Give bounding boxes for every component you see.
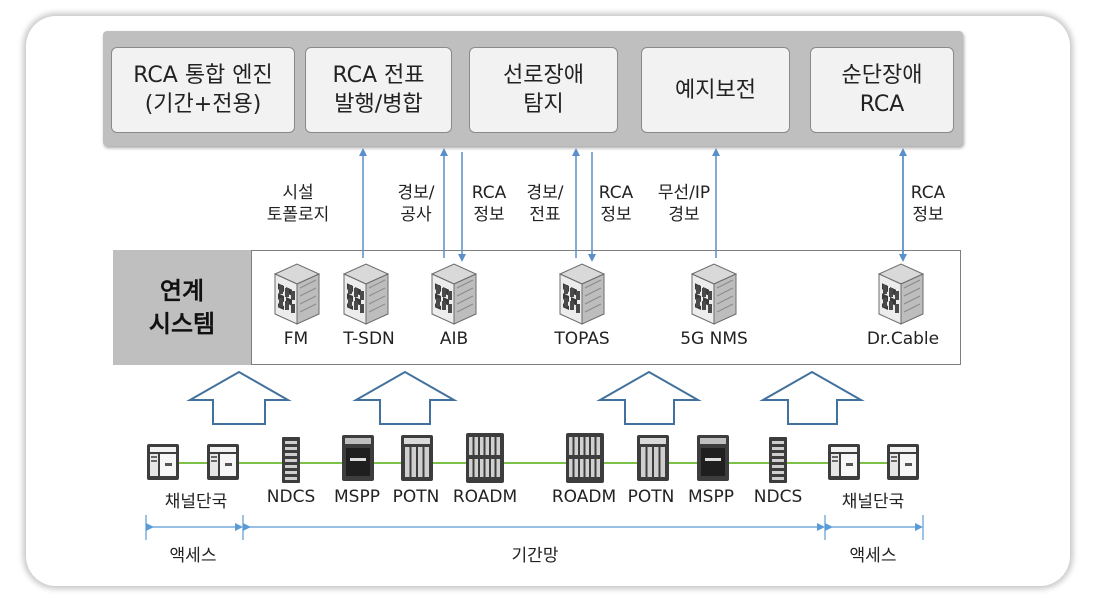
server-icon bbox=[428, 262, 480, 330]
ndcs-icon bbox=[281, 436, 301, 488]
network-label-roadm-left: ROADM bbox=[452, 487, 518, 507]
channel-terminal-icon bbox=[146, 443, 180, 485]
server-icon bbox=[556, 262, 608, 330]
engine-rca-ticket: RCA 전표 발행/병합 bbox=[305, 47, 452, 133]
node-label-topas: TOPAS bbox=[554, 329, 610, 349]
ndcs-icon bbox=[768, 436, 788, 488]
flow-label-alarm-ticket: 경보/ 전표 bbox=[526, 183, 564, 225]
engine-rca-integrated: RCA 통합 엔진 (기간+전용) bbox=[111, 47, 295, 133]
flow-label-wireless-ip-alarm: 무선/IP 경보 bbox=[657, 183, 711, 225]
server-icon bbox=[340, 262, 392, 330]
roadm-icon bbox=[565, 432, 605, 488]
node-label-t-sdn: T-SDN bbox=[343, 329, 395, 349]
potn-icon bbox=[636, 434, 670, 486]
node-label-5g-nms: 5G NMS bbox=[680, 329, 748, 349]
server-icon bbox=[688, 262, 740, 330]
node-label-dr-cable: Dr.Cable bbox=[866, 329, 940, 349]
channel-terminal-icon bbox=[827, 443, 861, 485]
flow-label-rca-info-1: RCA 정보 bbox=[471, 183, 507, 225]
section-label-backbone: 기간망 bbox=[511, 546, 559, 566]
engine-instant-fault-rca: 순단장애 RCA bbox=[810, 47, 954, 133]
node-label-aib: AIB bbox=[439, 329, 469, 349]
collect-arrow-3 bbox=[596, 370, 702, 425]
collect-arrow-1 bbox=[186, 370, 292, 425]
mspp-icon bbox=[696, 434, 730, 486]
flow-label-rca-info-2: RCA 정보 bbox=[598, 183, 634, 225]
channel-terminal-icon bbox=[206, 443, 240, 485]
node-label-fm: FM bbox=[283, 329, 309, 349]
network-label-ndcs-left: NDCS bbox=[266, 487, 316, 507]
engine-line-fault-detection: 선로장애 탐지 bbox=[469, 47, 618, 133]
potn-icon bbox=[400, 434, 434, 486]
flow-label-alarm-construction: 경보/ 공사 bbox=[397, 183, 435, 225]
linked-system-box bbox=[113, 250, 961, 365]
network-label-ndcs-right: NDCS bbox=[753, 487, 803, 507]
mspp-icon bbox=[341, 434, 375, 486]
flow-label-topology: 시설 토폴로지 bbox=[266, 183, 330, 225]
linked-system-title: 연계 시스템 bbox=[113, 250, 252, 365]
server-icon bbox=[875, 262, 927, 330]
collect-arrow-2 bbox=[352, 370, 458, 425]
server-icon bbox=[271, 262, 323, 330]
engine-predictive-maintenance: 예지보전 bbox=[641, 47, 790, 133]
network-label-channel-terminal-right: 채널단국 bbox=[841, 492, 905, 512]
network-label-mspp-left: MSPP bbox=[334, 487, 380, 507]
network-label-roadm-right: ROADM bbox=[551, 487, 617, 507]
roadm-icon bbox=[465, 432, 505, 488]
network-label-mspp-right: MSPP bbox=[688, 487, 734, 507]
network-label-potn-right: POTN bbox=[627, 487, 675, 507]
network-label-potn-left: POTN bbox=[392, 487, 440, 507]
section-label-access-right: 액세스 bbox=[849, 546, 897, 566]
network-label-channel-terminal-left: 채널단국 bbox=[164, 492, 228, 512]
flow-label-rca-info-3: RCA 정보 bbox=[910, 183, 946, 225]
section-label-access-left: 액세스 bbox=[169, 546, 217, 566]
channel-terminal-icon bbox=[886, 443, 920, 485]
collect-arrow-4 bbox=[759, 370, 865, 425]
